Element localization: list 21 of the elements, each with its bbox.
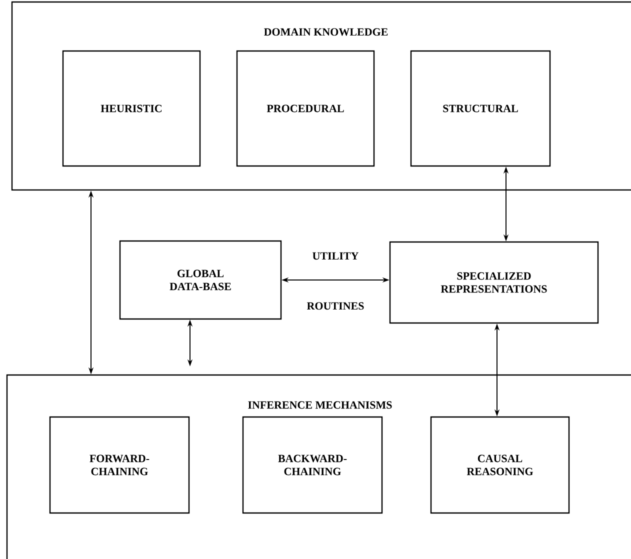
box-label: HEURISTIC [100,104,162,112]
box-label: GLOBAL DATA-BASE [170,270,231,290]
box-label: PROCEDURAL [266,104,344,112]
box [430,416,570,514]
panel-heading: INFERENCE MECHANISMS [248,401,392,409]
panel [6,374,631,559]
box-label: STRUCTURAL [443,104,518,112]
box [410,50,551,167]
edge-label: UTILITY ROUTINES [306,252,364,310]
panel-heading: DOMAIN KNOWLEDGE [264,28,388,36]
box-label: CAUSAL REASONING [466,454,533,476]
box-label: FORWARD-CHAINING [90,454,150,476]
panel [11,1,631,191]
box [49,416,190,514]
box [242,416,383,514]
box [389,241,599,324]
box [119,240,282,320]
box-label: BACKWARD-CHAINING [278,454,347,476]
box-label: SPECIALIZED REPRESENTATIONS [440,272,547,293]
box [236,50,375,167]
box [62,50,201,167]
